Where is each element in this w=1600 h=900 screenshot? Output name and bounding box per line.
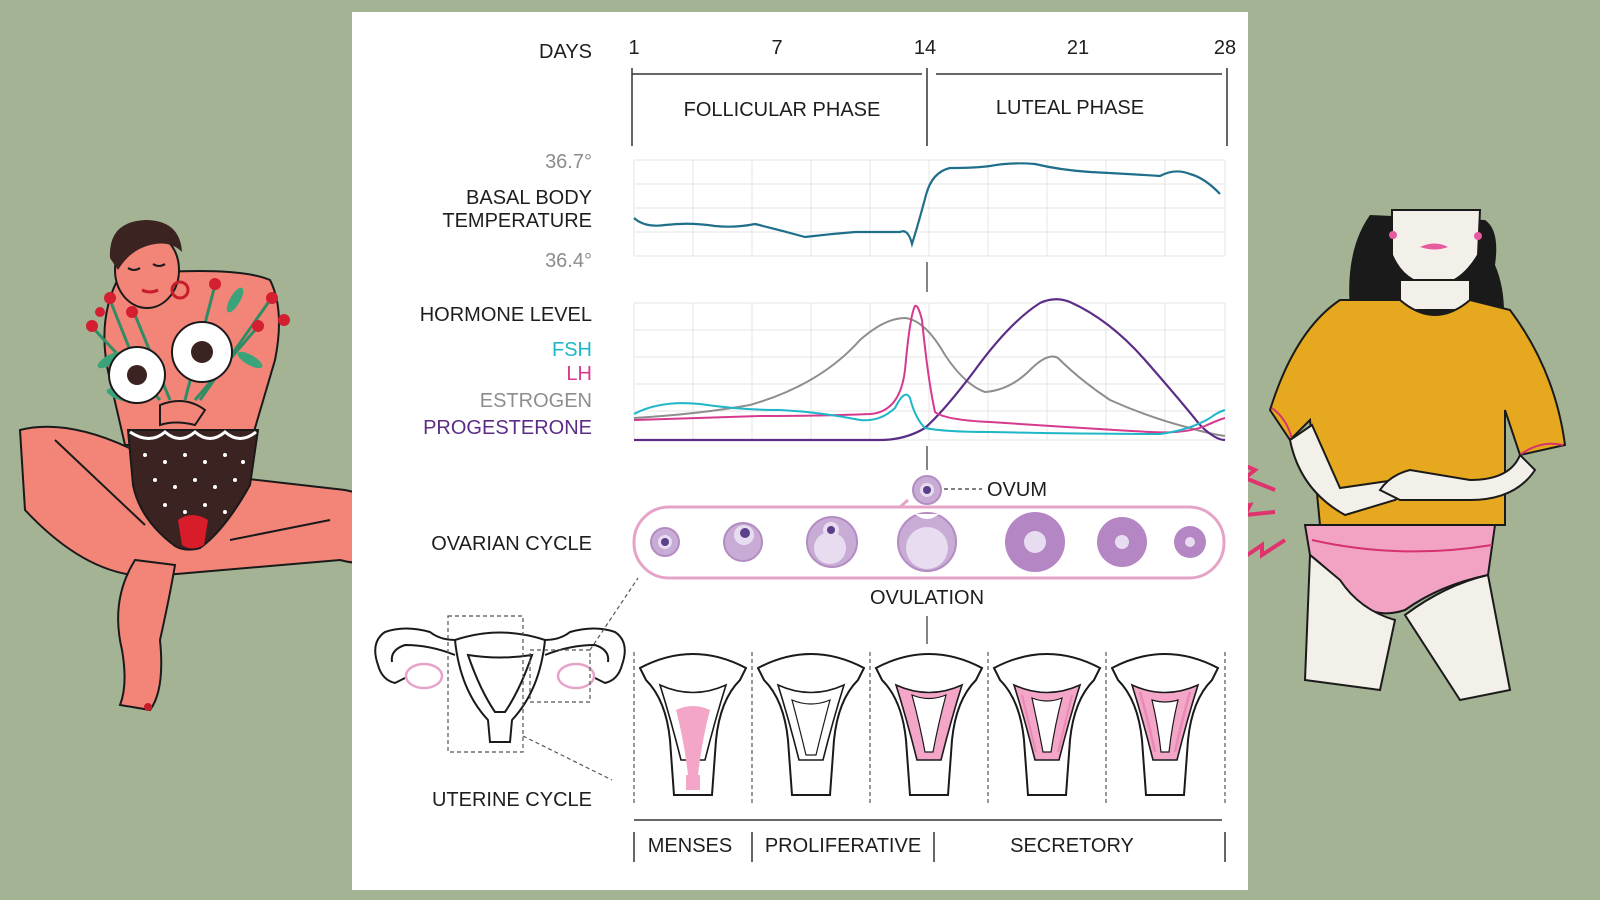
day-tick-7: 7	[771, 37, 782, 59]
phase-brackets	[631, 68, 1228, 146]
days-label: DAYS	[539, 41, 592, 63]
follicle-stage-3	[806, 516, 858, 568]
day-tick-14: 14	[914, 37, 936, 59]
ovum-release-path	[899, 498, 909, 509]
ovum-label: OVUM	[987, 479, 1047, 501]
ovarian-cycle-label: OVARIAN CYCLE	[431, 533, 592, 555]
corpus-luteum-1	[1005, 512, 1065, 572]
zoom-callouts	[447, 577, 639, 781]
uterus-stage-menses	[638, 653, 748, 796]
woman-with-cramps-illustration	[1221, 209, 1567, 702]
secretory-label: SECRETORY	[1010, 835, 1134, 857]
legend-estrogen: ESTROGEN	[480, 390, 592, 412]
proliferative-label: PROLIFERATIVE	[765, 835, 921, 857]
luteal-phase-label: LUTEAL PHASE	[996, 97, 1144, 119]
uterus-stage-ovulation	[874, 653, 984, 796]
temp-high-label: 36.7°	[545, 151, 592, 173]
follicle-stage-1	[650, 527, 680, 557]
temp-low-label: 36.4°	[545, 250, 592, 272]
estrogen-curve	[633, 316, 1226, 437]
uterus-stage-secretory-early	[992, 653, 1102, 796]
corpus-luteum-3	[1174, 526, 1206, 558]
lh-curve	[633, 304, 1226, 434]
menses-label: MENSES	[648, 835, 732, 857]
ovulation-label: OVULATION	[870, 587, 984, 609]
legend-lh: LH	[566, 363, 592, 385]
follicle-stages	[650, 512, 1206, 572]
day-tick-28: 28	[1214, 37, 1236, 59]
uterus-stage-secretory-late	[1110, 653, 1220, 796]
follicle-stage-ovulation	[897, 512, 957, 572]
hormone-level-label: HORMONE LEVEL	[420, 304, 592, 326]
uterine-cycle-label: UTERINE CYCLE	[432, 789, 592, 811]
legend-fsh: FSH	[552, 339, 592, 361]
ovum	[912, 475, 942, 505]
temp-label-line1: BASAL BODY	[466, 187, 592, 209]
progesterone-curve	[634, 298, 1226, 442]
day-tick-21: 21	[1067, 37, 1089, 59]
uterine-stage-dividers	[633, 652, 1226, 805]
temperature-grid	[633, 159, 1226, 257]
temp-label-line2: TEMPERATURE	[442, 210, 592, 232]
uterus-stage-proliferative	[756, 653, 866, 796]
follicular-phase-label: FOLLICULAR PHASE	[684, 99, 881, 121]
woman-with-flowers-illustration	[18, 220, 395, 712]
uterine-brackets	[633, 819, 1226, 862]
ovary-outline	[632, 505, 1226, 580]
uterus-overview-illustration	[374, 627, 626, 743]
day-tick-1: 1	[628, 37, 639, 59]
temperature-curve	[633, 162, 1221, 249]
fsh-curve	[633, 393, 1226, 436]
legend-progesterone: PROGESTERONE	[423, 417, 592, 439]
corpus-luteum-2	[1097, 517, 1147, 567]
follicle-stage-2	[723, 522, 763, 562]
